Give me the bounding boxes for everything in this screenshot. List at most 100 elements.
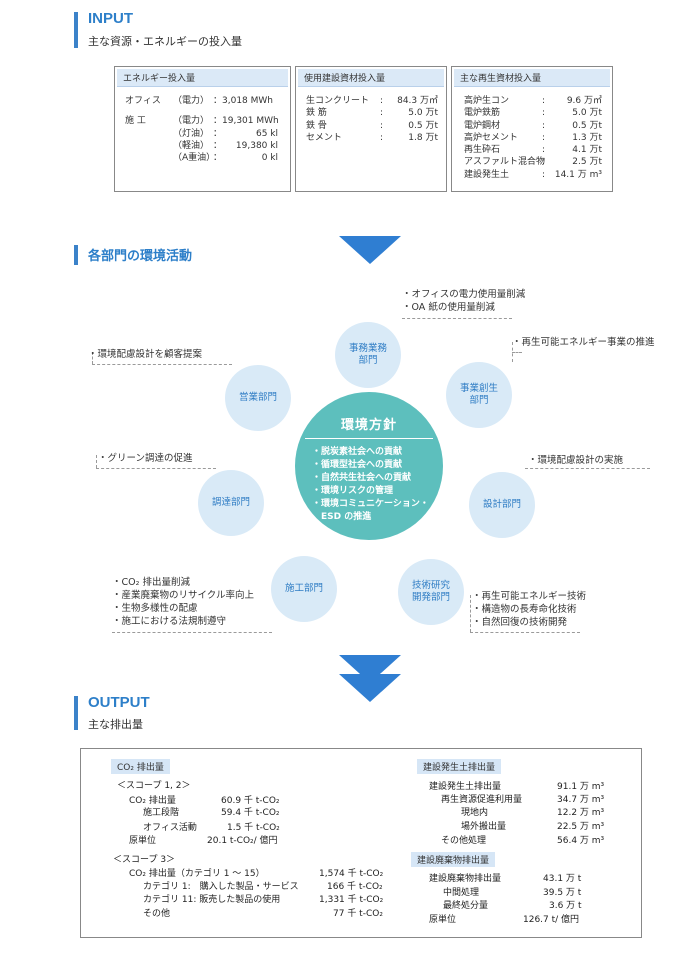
recycled-row: 高炉セメント:1.3 万t bbox=[452, 132, 612, 144]
recycled-value: 14.1 万 m³ bbox=[554, 169, 602, 180]
co2-item-value: 20.1 t-CO₂/ 億円 bbox=[207, 836, 278, 846]
co2-item-name: オフィス活動 bbox=[143, 823, 197, 833]
activity-item: ・自然回復の技術開発 bbox=[472, 617, 568, 628]
waste-header: 建設廃棄物排出量 bbox=[411, 852, 496, 867]
energy-type: （A重油） bbox=[173, 153, 216, 164]
waste-item-name: 最終処分量 bbox=[443, 901, 489, 911]
colon: : bbox=[380, 120, 384, 131]
connector-line bbox=[96, 455, 97, 468]
office-activities: ・オフィスの電力使用量削減 ・OA 紙の使用量削減 bbox=[402, 288, 525, 314]
policy-list: ・脱炭素社会への貢献 ・循環型社会への貢献 ・自然共生社会への貢献 ・環境リスク… bbox=[312, 446, 429, 524]
sales-activities: ・環境配慮設計を顧客提案 bbox=[88, 348, 202, 361]
recycled-row: アスファルト混合物: 2.5 万t bbox=[452, 156, 612, 168]
scope12-label: ＜スコープ 1, 2＞ bbox=[117, 781, 191, 791]
dept-construction: 施工部門 bbox=[271, 556, 337, 622]
co2-item-value: 166 千 t-CO₂ bbox=[327, 882, 383, 892]
connector-line bbox=[96, 468, 216, 469]
recycled-value: 5.0 万t bbox=[572, 108, 602, 119]
dept-label: 事務業務 bbox=[348, 343, 387, 354]
material-value: 0.5 万t bbox=[408, 120, 438, 131]
soil-item-name: 建設発生土排出量 bbox=[429, 782, 502, 792]
co2-item-value: 59.4 千 t-CO₂ bbox=[221, 808, 280, 818]
waste-item-value: 126.7 t/ 億円 bbox=[523, 915, 580, 925]
dept-sales: 営業部門 bbox=[225, 365, 291, 431]
connector-line bbox=[92, 364, 232, 365]
waste-item-name: 建設廃棄物排出量 bbox=[429, 874, 502, 884]
energy-type: （灯油） bbox=[173, 128, 210, 139]
co2-item-value: 1.5 千 t-CO₂ bbox=[227, 823, 280, 833]
energy-type: （軽油） bbox=[173, 140, 210, 151]
colon: : bbox=[542, 145, 546, 156]
recycled-value: 0.5 万t bbox=[572, 120, 602, 131]
recycled-input-header: 主な再生資材投入量 bbox=[454, 69, 610, 87]
material-value: 5.0 万t bbox=[408, 108, 438, 119]
activities-title: 各部門の環境活動 bbox=[88, 248, 193, 263]
soil-item-value: 12.2 万 m³ bbox=[557, 808, 605, 818]
activities-section-bar bbox=[74, 245, 78, 265]
dept-label: 開発部門 bbox=[411, 592, 450, 603]
connector-line bbox=[112, 632, 272, 633]
dept-label: 部門 bbox=[358, 355, 378, 366]
input-section-bar bbox=[74, 12, 78, 48]
output-title: OUTPUT bbox=[88, 694, 150, 711]
materials-input-box: 使用建設資材投入量 生コンクリート:84.3 万㎥ 鉄 筋:5.0 万t 鉄 骨… bbox=[295, 66, 447, 192]
colon: : bbox=[542, 157, 546, 168]
material-value: 84.3 万㎥ bbox=[397, 96, 438, 106]
co2-item-name: 原単位 bbox=[129, 836, 157, 846]
recycled-value: 2.5 万t bbox=[572, 157, 602, 168]
spacer bbox=[115, 107, 290, 115]
co2-item-name: CO₂ 排出量 bbox=[129, 796, 176, 806]
material-name: セメント bbox=[306, 132, 342, 143]
recycled-name: アスファルト混合物 bbox=[464, 157, 546, 168]
soil-item-name: 場外搬出量 bbox=[461, 822, 507, 832]
material-row: 鉄 骨: 0.5 万t bbox=[296, 120, 446, 132]
flow-arrow-down-icon bbox=[339, 236, 401, 264]
recycled-row: 建設発生土:14.1 万 m³ bbox=[452, 169, 612, 181]
colon: : bbox=[380, 108, 384, 119]
colon: : bbox=[542, 120, 546, 131]
material-row: 生コンクリート:84.3 万㎥ bbox=[296, 95, 446, 107]
activity-item: ・環境配慮設計を顧客提案 bbox=[88, 349, 203, 360]
energy-value: ： bbox=[213, 140, 223, 151]
dept-label: 設計部門 bbox=[482, 499, 521, 510]
policy-item: ・循環型社会への貢献 bbox=[312, 460, 403, 470]
colon: : bbox=[542, 96, 546, 106]
connector-line bbox=[470, 632, 580, 633]
input-subtitle: 主な資源・エネルギーの投入量 bbox=[88, 35, 242, 48]
environmental-policy-circle: 環境方針 ・脱炭素社会への貢献 ・循環型社会への貢献 ・自然共生社会への貢献 ・… bbox=[295, 392, 443, 540]
recycled-name: 再生砕石 bbox=[464, 145, 501, 156]
energy-row: （A重油） ： 0 kl bbox=[115, 152, 290, 164]
output-section-bar bbox=[74, 696, 78, 730]
connector-line bbox=[512, 352, 522, 353]
energy-value: ： bbox=[213, 153, 223, 164]
energy-category: オフィス bbox=[125, 96, 161, 106]
connector-line bbox=[525, 468, 650, 469]
energy-row: （軽油） ： 19,380 kl bbox=[115, 140, 290, 152]
recycled-name: 高炉生コン bbox=[464, 96, 510, 106]
recycled-row: 電炉鋼材:0.5 万t bbox=[452, 120, 612, 132]
connector-line bbox=[402, 318, 512, 319]
newbiz-activities: ・再生可能エネルギー事業の推進 bbox=[512, 336, 655, 349]
material-name: 鉄 骨 bbox=[306, 120, 327, 131]
soil-item-value: 22.5 万 m³ bbox=[557, 822, 605, 832]
material-value: 1.8 万t bbox=[408, 132, 438, 143]
energy-row: （灯油） ： 65 kl bbox=[115, 128, 290, 140]
energy-input-header: エネルギー投入量 bbox=[117, 69, 288, 87]
policy-item: ESD の推進 bbox=[312, 512, 372, 522]
co2-item-value: 77 千 t-CO₂ bbox=[333, 909, 383, 919]
soil-item-value: 34.7 万 m³ bbox=[557, 795, 605, 805]
dept-new-business: 事業創生部門 bbox=[446, 362, 512, 428]
activity-item: ・再生可能エネルギー事業の推進 bbox=[512, 337, 655, 348]
dept-label: 調達部門 bbox=[211, 497, 250, 508]
energy-value-amount: 65 kl bbox=[255, 128, 278, 139]
co2-item-name: カテゴリ 11: 販売した製品の使用 bbox=[143, 895, 281, 905]
waste-item-name: 原単位 bbox=[429, 915, 457, 925]
connector-line bbox=[92, 352, 93, 364]
construction-activities: ・CO₂ 排出量削減 ・産業廃棄物のリサイクル率向上 ・生物多様性の配慮 ・施工… bbox=[112, 576, 254, 628]
recycled-input-box: 主な再生資材投入量 高炉生コン:9.6 万㎥ 電炉鉄筋:5.0 万t 電炉鋼材:… bbox=[451, 66, 613, 192]
soil-item-name: 再生資源促進利用量 bbox=[441, 795, 523, 805]
activity-item: ・CO₂ 排出量削減 bbox=[112, 577, 190, 588]
dept-office: 事務業務部門 bbox=[335, 322, 401, 388]
energy-value: ： bbox=[213, 128, 223, 139]
co2-item-name: CO₂ 排出量（カテゴリ 1 ～ 15） bbox=[129, 869, 265, 879]
